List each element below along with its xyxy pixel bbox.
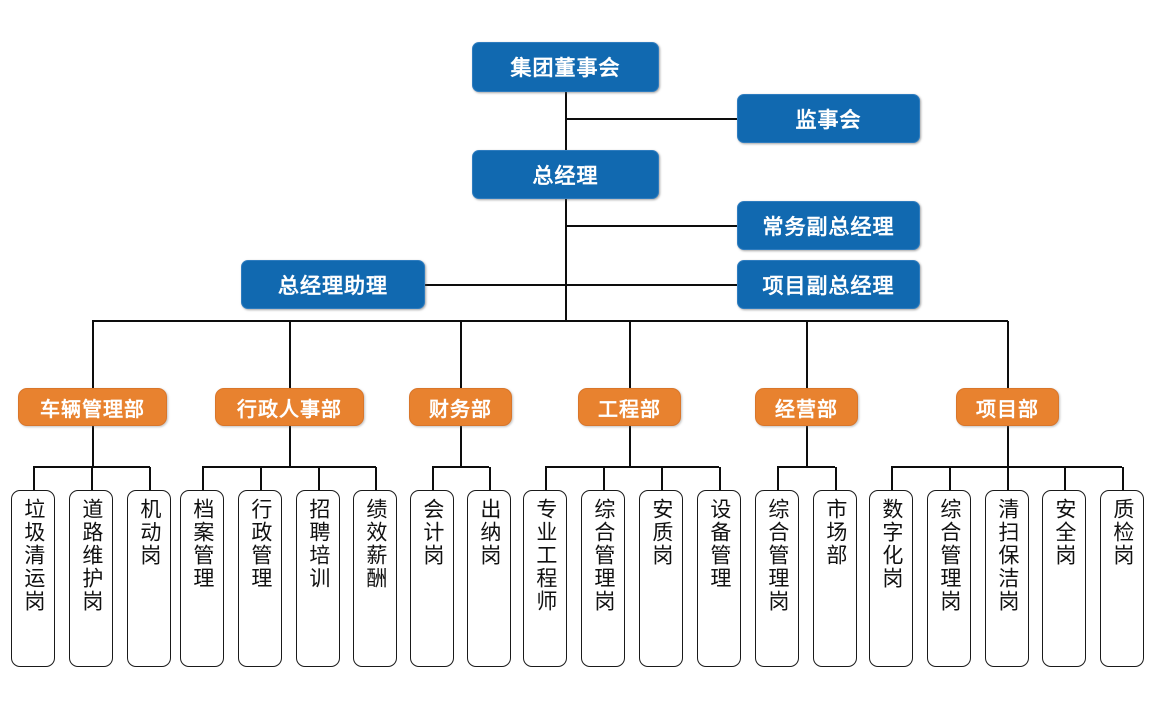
connector-leaf-drop-18 (1007, 467, 1009, 491)
connector-leaf-drop-2 (91, 467, 93, 491)
connector-dept-stem-2 (289, 425, 291, 467)
connector-dept-stem-1 (92, 425, 94, 467)
connector-spine-to-assistant (425, 284, 566, 286)
node-department-vehicle-management[interactable]: 车辆管理部 (18, 388, 167, 426)
position-label: 道路维护岗 (79, 498, 104, 613)
connector-bus-drop-4 (629, 321, 631, 388)
connector-leaf-drop-1 (33, 467, 35, 491)
position-label: 设备管理 (707, 498, 732, 590)
connector-dept-stem-6 (1007, 425, 1009, 467)
connector-subbus-2 (202, 466, 376, 468)
position-label: 档案管理 (190, 498, 215, 590)
node-position-safety-quality[interactable]: 安质岗 (639, 490, 683, 667)
position-label: 机动岗 (137, 498, 162, 567)
node-department-operations[interactable]: 经营部 (755, 388, 858, 426)
connector-dept-stem-3 (460, 425, 462, 467)
node-position-garbage-removal[interactable]: 垃圾清运岗 (11, 490, 55, 667)
connector-subbus-1 (33, 466, 150, 468)
node-position-recruitment-training[interactable]: 招聘培训 (296, 490, 340, 667)
connector-leaf-drop-6 (318, 467, 320, 491)
connector-leaf-drop-17 (949, 467, 951, 491)
node-position-operations-general-management[interactable]: 综合管理岗 (755, 490, 799, 667)
position-label: 行政管理 (248, 498, 273, 590)
node-department-admin-hr[interactable]: 行政人事部 (215, 388, 364, 426)
node-board[interactable]: 集团董事会 (472, 42, 659, 92)
connector-board-to-gm (565, 92, 567, 150)
connector-leaf-drop-5 (260, 467, 262, 491)
node-position-digitalization[interactable]: 数字化岗 (869, 490, 913, 667)
node-position-performance-compensation[interactable]: 绩效薪酬 (353, 490, 397, 667)
position-label: 专业工程师 (533, 498, 558, 613)
node-deputy-project-manager[interactable]: 项目副总经理 (737, 260, 920, 309)
node-position-marketing[interactable]: 市场部 (813, 490, 857, 667)
connector-gm-stem-to-supervisory (565, 118, 738, 120)
position-label: 绩效薪酬 (363, 498, 388, 590)
connector-leaf-drop-16 (891, 467, 893, 491)
position-label: 安全岗 (1052, 498, 1077, 567)
position-label: 市场部 (823, 498, 848, 567)
connector-spine-to-deputy-executive (566, 225, 738, 227)
node-general-manager[interactable]: 总经理 (472, 150, 659, 199)
connector-leaf-drop-14 (777, 467, 779, 491)
connector-gm-spine (565, 199, 568, 322)
node-supervisory-board[interactable]: 监事会 (737, 94, 920, 143)
connector-leaf-drop-12 (661, 467, 663, 491)
position-label: 清扫保洁岗 (995, 498, 1020, 613)
position-label: 会计岗 (420, 498, 445, 567)
node-position-safety[interactable]: 安全岗 (1042, 490, 1086, 667)
position-label: 综合管理岗 (937, 498, 962, 613)
connector-subbus-6 (891, 466, 1122, 468)
node-position-mobile-duty[interactable]: 机动岗 (127, 490, 171, 667)
node-position-quality-inspection[interactable]: 质检岗 (1100, 490, 1144, 667)
connector-subbus-5 (777, 466, 835, 468)
node-position-engineering-general-management[interactable]: 综合管理岗 (581, 490, 625, 667)
position-label: 综合管理岗 (765, 498, 790, 613)
connector-subbus-3 (432, 466, 489, 468)
node-department-project[interactable]: 项目部 (956, 388, 1059, 426)
connector-department-bus (92, 320, 1008, 323)
connector-leaf-drop-13 (719, 467, 721, 491)
position-label: 出纳岗 (477, 498, 502, 567)
connector-bus-drop-6 (1007, 321, 1009, 388)
node-general-manager-assistant[interactable]: 总经理助理 (241, 260, 425, 309)
connector-bus-drop-1 (92, 321, 94, 388)
connector-leaf-drop-7 (375, 467, 377, 491)
node-position-road-maintenance[interactable]: 道路维护岗 (69, 490, 113, 667)
connector-bus-drop-5 (806, 321, 808, 388)
connector-leaf-drop-10 (545, 467, 547, 491)
position-label: 数字化岗 (879, 498, 904, 590)
connector-leaf-drop-8 (432, 467, 434, 491)
position-label: 综合管理岗 (591, 498, 616, 613)
node-department-engineering[interactable]: 工程部 (578, 388, 681, 426)
node-position-archive-management[interactable]: 档案管理 (180, 490, 224, 667)
connector-leaf-drop-19 (1064, 467, 1066, 491)
position-label: 安质岗 (649, 498, 674, 567)
node-position-equipment-management[interactable]: 设备管理 (697, 490, 741, 667)
connector-dept-stem-4 (629, 425, 631, 467)
node-position-cashier[interactable]: 出纳岗 (467, 490, 511, 667)
connector-bus-drop-3 (460, 321, 462, 388)
connector-leaf-drop-20 (1122, 467, 1124, 491)
node-position-administration[interactable]: 行政管理 (238, 490, 282, 667)
node-department-finance[interactable]: 财务部 (409, 388, 512, 426)
connector-leaf-drop-4 (202, 467, 204, 491)
node-position-project-general-management[interactable]: 综合管理岗 (927, 490, 971, 667)
connector-leaf-drop-15 (835, 467, 837, 491)
connector-leaf-drop-9 (489, 467, 491, 491)
connector-bus-drop-2 (289, 321, 291, 388)
position-label: 垃圾清运岗 (21, 498, 46, 613)
connector-leaf-drop-3 (149, 467, 151, 491)
connector-spine-to-deputy-project (566, 284, 738, 286)
node-deputy-executive-manager[interactable]: 常务副总经理 (737, 201, 920, 250)
node-position-professional-engineer[interactable]: 专业工程师 (523, 490, 567, 667)
connector-leaf-drop-11 (603, 467, 605, 491)
node-position-accounting[interactable]: 会计岗 (410, 490, 454, 667)
position-label: 招聘培训 (306, 498, 331, 590)
position-label: 质检岗 (1110, 498, 1135, 567)
connector-subbus-4 (545, 466, 719, 468)
connector-dept-stem-5 (806, 425, 808, 467)
node-position-cleaning-sanitation[interactable]: 清扫保洁岗 (985, 490, 1029, 667)
